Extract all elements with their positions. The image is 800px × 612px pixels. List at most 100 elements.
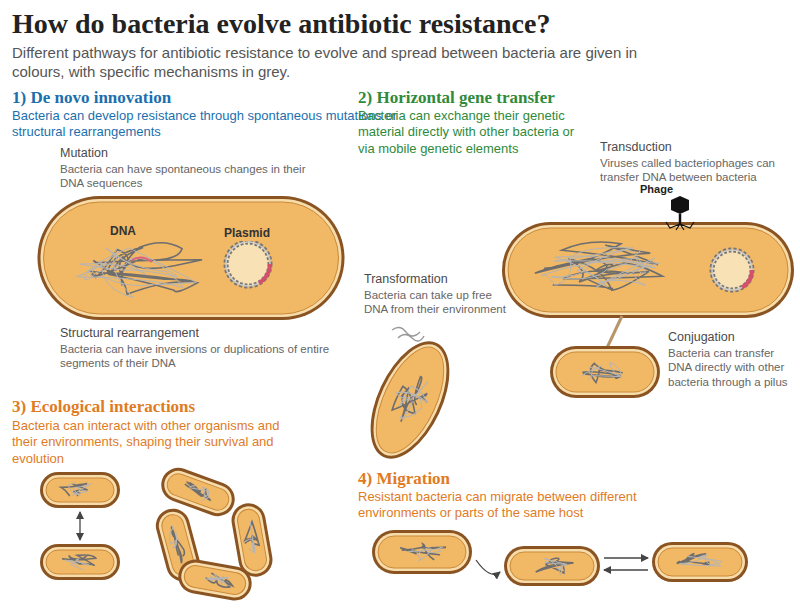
cytoplasm <box>236 508 268 573</box>
dna-strand <box>583 363 623 382</box>
subtitle: Different pathways for antibiotic resist… <box>12 44 652 82</box>
migration-arrow <box>604 569 648 570</box>
cytoplasm <box>508 228 788 312</box>
bacterium-cell <box>502 222 794 318</box>
dna-strand <box>679 555 721 566</box>
dna-strand <box>535 242 663 290</box>
pathway-heading: 2) Horizontal gene transfer <box>358 87 555 108</box>
mechanism-heading: Transformation <box>364 272 448 288</box>
cell-membrane <box>553 349 657 395</box>
dna-strand <box>75 248 196 297</box>
mechanism-heading: Mutation <box>60 146 108 162</box>
cell-wall <box>652 542 748 582</box>
cell-wall <box>38 196 345 320</box>
cell-membrane <box>505 225 791 315</box>
title: How do bacteria evolve antibiotic resist… <box>12 6 792 41</box>
pilus <box>606 316 622 350</box>
mutation-mark <box>132 257 152 262</box>
cell-wall <box>354 329 465 470</box>
dna-strand <box>166 525 180 548</box>
cell-wall <box>550 346 660 398</box>
cell-wall <box>372 530 472 574</box>
cell-membrane <box>232 504 271 576</box>
mechanism-text: Viruses called bacteriophages can transf… <box>600 156 792 185</box>
dna-strand <box>408 547 443 560</box>
pathway-text: Bacteria can interact with other organis… <box>12 418 282 467</box>
cell-membrane <box>655 545 745 579</box>
migration-arrow <box>604 557 648 558</box>
cytoplasm <box>510 552 594 580</box>
bacterium-cell <box>229 501 275 580</box>
cell-membrane <box>43 547 117 577</box>
cell-membrane <box>358 333 461 466</box>
bacterium-cell <box>40 544 120 580</box>
cell-wall <box>40 472 120 508</box>
phage-tail <box>679 214 682 224</box>
pathway-heading: 1) De novo innovation <box>12 87 171 108</box>
cytoplasm <box>46 478 114 502</box>
mechanism-text: Bacteria can have inversions or duplicat… <box>60 342 350 371</box>
mechanism-heading: Conjugation <box>668 330 735 346</box>
dna-strand <box>582 363 622 380</box>
phage-legs <box>666 222 694 230</box>
cytoplasm <box>658 548 742 576</box>
cytoplasm <box>164 471 232 514</box>
plasmid-ring <box>226 242 270 286</box>
bacterium-cell <box>550 346 660 398</box>
dna-strand <box>536 558 574 573</box>
cytoplasm <box>378 536 466 568</box>
cytoplasm <box>183 564 248 596</box>
cytoplasm <box>362 337 457 462</box>
mechanism-text: Bacteria can take up free DNA from their… <box>364 288 514 317</box>
cell-wall <box>502 222 794 318</box>
dna-strand <box>187 483 212 502</box>
pathway-text: Resistant bacteria can migrate between d… <box>358 489 688 522</box>
dna-strand <box>65 559 89 570</box>
dna-strand <box>545 558 567 574</box>
free-dna <box>392 327 424 341</box>
dna-strand <box>205 573 230 585</box>
dna-strand <box>205 573 234 589</box>
dna-strand <box>541 248 659 288</box>
plasmid-gene <box>259 264 270 283</box>
cell-wall <box>40 544 120 580</box>
part-label: Phage <box>640 183 673 197</box>
mechanism-heading: Structural rearrangement <box>60 326 199 342</box>
plasmid-ring <box>712 250 752 290</box>
part-label: Plasmid <box>222 226 272 241</box>
bacterium-cell <box>40 472 120 508</box>
mechanism-text: Bacteria can have spontaneous changes in… <box>60 162 310 191</box>
dna-strand <box>183 481 214 501</box>
bacterium-cell <box>504 546 600 586</box>
interaction-arrow <box>79 512 80 540</box>
phage-head <box>671 196 689 214</box>
bacterium-cell <box>354 329 465 470</box>
dna-strand <box>242 522 256 555</box>
dna-strand <box>68 483 92 496</box>
pathway-text: Bacteria can exchange their genetic mate… <box>358 108 593 157</box>
cytoplasm <box>46 550 114 574</box>
dna-strand <box>170 525 187 564</box>
part-label: DNA <box>108 224 138 239</box>
bacterium-cell <box>372 530 472 574</box>
cytoplasm <box>44 202 339 314</box>
bacterium-cell <box>38 196 345 320</box>
plasmid-gene <box>742 270 752 287</box>
migration-arrow <box>476 560 500 574</box>
cell-wall <box>504 546 600 586</box>
pathway-heading: 4) Migration <box>358 468 450 489</box>
cytoplasm <box>556 352 654 392</box>
bacterium-cell <box>652 542 748 582</box>
plasmid-ring <box>226 242 270 286</box>
cell-membrane <box>375 533 469 571</box>
plasmid-ring <box>712 250 752 290</box>
pathway-heading: 3) Ecological interactions <box>12 396 195 417</box>
cell-membrane <box>507 549 597 583</box>
cell-membrane <box>41 199 342 317</box>
dna-strand <box>387 371 435 425</box>
cell-wall <box>229 501 275 580</box>
mechanism-heading: Transduction <box>600 140 672 156</box>
phage-icon <box>666 196 694 230</box>
mechanism-text: Bacteria can transfer DNA directly with … <box>668 346 792 389</box>
cell-membrane <box>43 475 117 505</box>
